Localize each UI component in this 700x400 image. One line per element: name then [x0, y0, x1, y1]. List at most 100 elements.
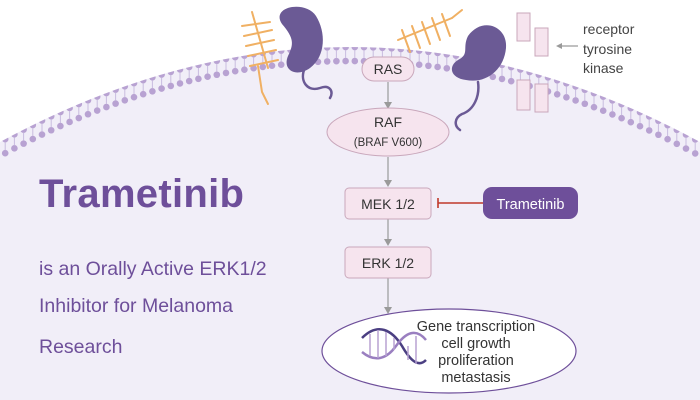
- outcome-3: proliferation: [438, 353, 514, 369]
- membrane-bead: [204, 73, 211, 81]
- membrane-bead: [75, 100, 83, 108]
- membrane-bead: [93, 107, 101, 114]
- membrane-bead: [434, 63, 441, 71]
- membrane-bead: [682, 145, 690, 152]
- membrane-bead: [149, 87, 156, 95]
- membrane-bead: [333, 47, 340, 51]
- node-erk-label: ERK 1/2: [362, 255, 414, 271]
- membrane-bead: [425, 48, 432, 56]
- membrane-bead: [691, 136, 699, 143]
- membrane-bead: [158, 71, 165, 78]
- kinase-receptor-right: [451, 25, 507, 132]
- membrane-bead: [627, 104, 635, 112]
- membrane-bead: [222, 55, 230, 63]
- membrane-bead: [645, 113, 653, 120]
- membrane-bead: [434, 49, 441, 57]
- membrane-bead: [618, 114, 625, 122]
- membrane-bead: [397, 47, 405, 53]
- membrane-bead: [149, 73, 156, 81]
- membrane-bead: [29, 135, 37, 143]
- membrane-bead: [526, 68, 533, 76]
- membrane-bead: [222, 69, 230, 77]
- ligand-helix-icon: [397, 9, 463, 53]
- node-ras: RAS: [361, 56, 415, 82]
- membrane-bead: [379, 47, 386, 52]
- membrane-bead: [130, 79, 138, 87]
- membrane-bead: [535, 71, 543, 78]
- membrane-bead: [195, 61, 202, 69]
- membrane-bead: [84, 96, 92, 104]
- membrane-bead: [636, 108, 644, 116]
- receptor-label-line2: tyrosine: [583, 41, 632, 57]
- membrane-bead: [185, 63, 193, 71]
- membrane-bead: [333, 57, 340, 65]
- kinase-receptor-left: [279, 6, 333, 100]
- nucleus-outcomes: Gene transcription cell growth prolifera…: [321, 308, 577, 394]
- subtitle-line-2: Inhibitor for Melanoma: [39, 295, 234, 317]
- membrane-bead: [11, 145, 18, 152]
- receptor-label-line3: kinase: [583, 60, 624, 76]
- outcome-1: Gene transcription: [417, 319, 535, 335]
- membrane-bead: [618, 100, 625, 108]
- membrane-bead: [553, 76, 561, 84]
- membrane-bead: [664, 121, 671, 129]
- inhibitor-label: Trametinib: [497, 197, 565, 213]
- membrane-bead: [38, 117, 46, 124]
- membrane-bead: [75, 114, 83, 122]
- node-erk: ERK 1/2: [344, 246, 432, 279]
- membrane-bead: [167, 82, 175, 90]
- membrane-bead: [655, 117, 662, 125]
- membrane-bead: [176, 66, 184, 73]
- membrane-bead: [213, 57, 221, 65]
- membrane-bead: [259, 63, 267, 71]
- pathway-arrows: [384, 82, 392, 314]
- subtitle-line-1: is an Orally Active ERK1/2: [39, 258, 267, 280]
- membrane-bead: [553, 90, 561, 98]
- outcome-2: cell growth: [441, 336, 510, 352]
- page-title: Trametinib: [39, 172, 245, 216]
- membrane-bead: [590, 103, 598, 111]
- node-raf: RAF (BRAF V600): [326, 107, 450, 157]
- inhibitor-badge: Trametinib: [483, 187, 578, 219]
- membrane-bead: [425, 62, 432, 70]
- membrane-bead: [590, 89, 598, 97]
- membrane-bead: [93, 93, 101, 100]
- membrane-bead: [655, 131, 662, 139]
- membrane-bead: [268, 62, 276, 70]
- membrane-bead: [231, 67, 239, 75]
- subtitle-line-3: Research: [39, 336, 123, 358]
- membrane-bead: [443, 50, 451, 58]
- membrane-bead: [112, 86, 119, 93]
- membrane-bead: [167, 68, 175, 76]
- membrane-bead: [581, 86, 589, 94]
- membrane-bead: [563, 80, 570, 87]
- membrane-bead: [351, 47, 359, 51]
- membrane-bead: [11, 131, 18, 138]
- membrane-bead: [691, 150, 699, 157]
- membrane-bead: [57, 122, 64, 130]
- membrane-bead: [139, 90, 147, 98]
- membrane-bead: [139, 76, 147, 84]
- membrane-bead: [682, 131, 690, 138]
- membrane-bead: [673, 126, 681, 134]
- membrane-bead: [323, 47, 331, 51]
- membrane-bead: [1, 135, 9, 143]
- membrane-bead: [563, 94, 570, 101]
- ligand-helix-icon: [241, 11, 279, 105]
- membrane-bead: [204, 59, 211, 67]
- membrane-bead: [498, 75, 506, 83]
- membrane-bead: [507, 63, 515, 71]
- membrane-bead: [388, 47, 395, 52]
- membrane-bead: [57, 108, 64, 116]
- membrane-bead: [213, 71, 221, 79]
- membrane-bead: [636, 122, 644, 130]
- membrane-bead: [443, 64, 451, 72]
- node-raf-mutation: (BRAF V600): [354, 137, 423, 149]
- membrane-bead: [277, 47, 285, 54]
- receptor-label-line1: receptor: [583, 21, 635, 37]
- membrane-bead: [599, 107, 607, 115]
- membrane-bead: [20, 140, 27, 147]
- membrane-bead: [342, 57, 349, 65]
